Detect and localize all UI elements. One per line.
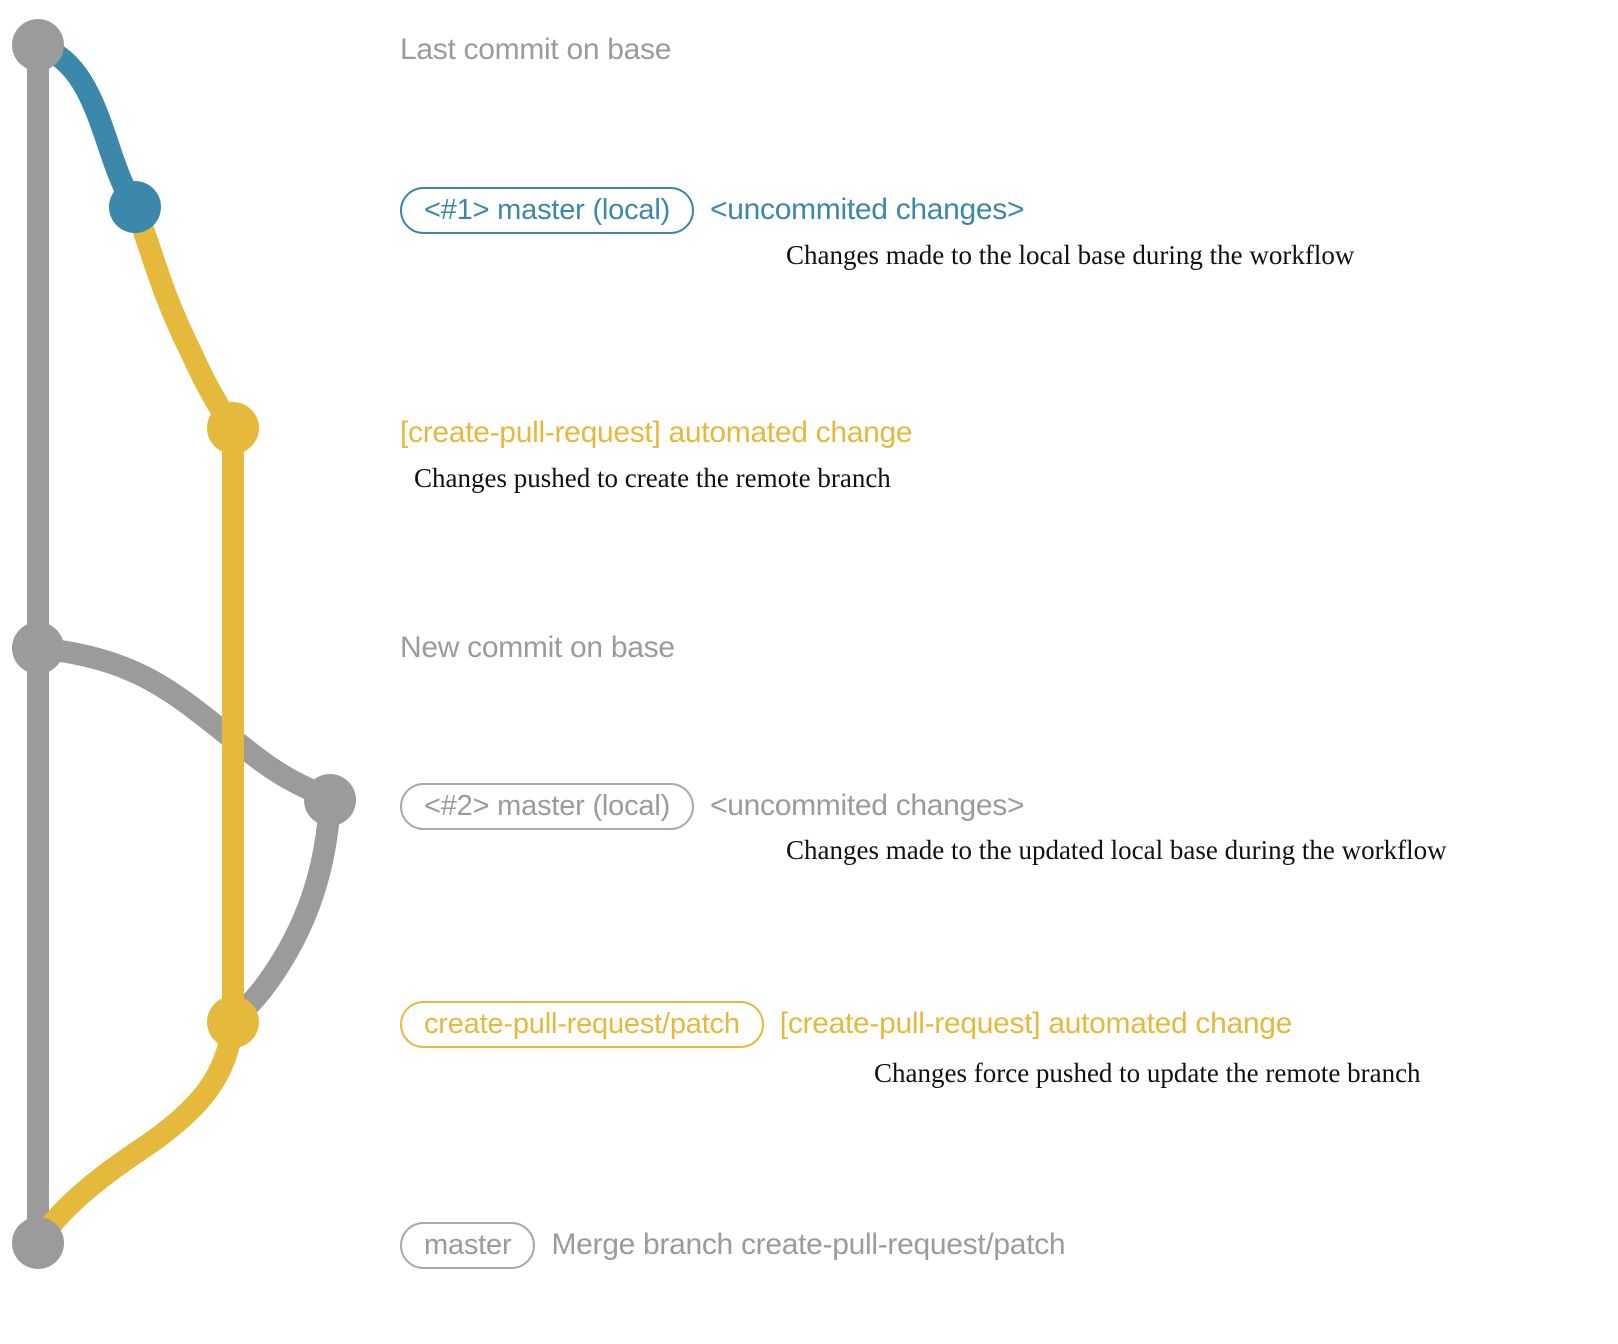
desc-local-2: Changes made to the updated local base d… xyxy=(786,835,1447,865)
commit-node-local-2[interactable] xyxy=(304,774,356,826)
commit-node-master-merge[interactable] xyxy=(12,1217,64,1269)
label-merge-branch: Merge branch create-pull-request/patch xyxy=(551,1228,1066,1261)
label-automated-change-2: [create-pull-request] automated change xyxy=(779,1007,1293,1040)
edge-patch-to-master xyxy=(27,1011,244,1254)
label-automated-change-1: [create-pull-request] automated change xyxy=(400,416,913,449)
commit-node-base-new[interactable] xyxy=(12,622,64,674)
row-master-merge: master Merge branch create-pull-request/… xyxy=(0,1221,1618,1269)
commit-graph-canvas xyxy=(12,19,356,1269)
commit-node-local-1[interactable] xyxy=(109,181,161,233)
label-new-commit-on-base: New commit on base xyxy=(400,631,675,664)
row-local-1: <#1> master (local) <uncommited changes> xyxy=(0,186,1618,234)
label-uncommited-changes-1: <uncommited changes> xyxy=(710,193,1025,226)
branch-badge-master-local-2[interactable]: <#2> master (local) xyxy=(400,782,695,830)
desc-local-1: Changes made to the local base during th… xyxy=(786,240,1355,270)
label-last-commit-on-base: Last commit on base xyxy=(400,33,672,66)
label-uncommited-changes-2: <uncommited changes> xyxy=(710,789,1025,822)
branch-badge-master[interactable]: master xyxy=(400,1221,536,1269)
desc-automated-change-1: Changes pushed to create the remote bran… xyxy=(414,463,891,493)
branch-badge-create-pull-request-patch[interactable]: create-pull-request/patch xyxy=(400,1000,764,1048)
row-patch-branch: create-pull-request/patch [create-pull-r… xyxy=(0,1000,1618,1048)
commit-node-patch-1[interactable] xyxy=(207,402,259,454)
commit-node-base-last[interactable] xyxy=(12,19,64,71)
desc-patch-branch: Changes force pushed to update the remot… xyxy=(874,1058,1421,1088)
branch-badge-master-local-1[interactable]: <#1> master (local) xyxy=(400,186,695,234)
row-automated-change-1: [create-pull-request] automated change xyxy=(0,409,1618,457)
row-local-2: <#2> master (local) <uncommited changes> xyxy=(0,782,1618,830)
commit-node-patch-2[interactable] xyxy=(207,996,259,1048)
